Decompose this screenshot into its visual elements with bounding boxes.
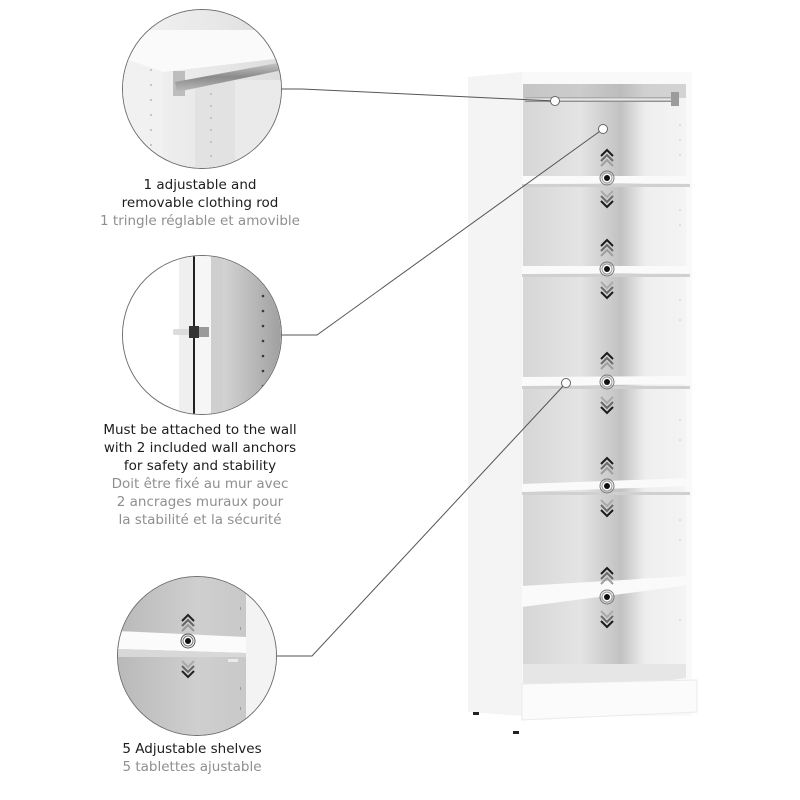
- shelf-3-adjust-icon: [599, 352, 615, 414]
- caption-en-line: Must be attached to the wall: [103, 422, 297, 438]
- shelf-5-adjust-icon: [599, 567, 615, 628]
- detail-wall-anchor-image: [122, 255, 282, 415]
- caption-en-line: 5 Adjustable shelves: [122, 741, 262, 757]
- caption-fr-line: Doit être fixé au mur avec: [111, 476, 289, 492]
- shelf-4-adjust-icon: [599, 457, 615, 517]
- caption-fr-line: la stabilité et la sécurité: [118, 512, 282, 528]
- caption-en-line: removable clothing rod: [121, 195, 279, 211]
- shelf-1-adjust-icon: [599, 149, 615, 208]
- caption-fr-line: 1 tringle réglable et amovible: [100, 213, 300, 229]
- caption-en-line: with 2 included wall anchors: [103, 440, 297, 456]
- caption-en-line: 1 adjustable and: [143, 177, 257, 193]
- caption-fr-line: 2 ancrages muraux pour: [116, 494, 284, 510]
- shelf-2-adjust-icon: [599, 239, 615, 299]
- caption-clothing-rod: 1 adjustable and removable clothing rod …: [60, 176, 340, 230]
- caption-adjustable-shelves: 5 Adjustable shelves 5 tablettes ajustab…: [52, 740, 332, 776]
- caption-wall-anchors: Must be attached to the wall with 2 incl…: [60, 421, 340, 529]
- caption-en-line: for safety and stability: [123, 458, 277, 474]
- caption-fr-line: 5 tablettes ajustable: [122, 759, 262, 775]
